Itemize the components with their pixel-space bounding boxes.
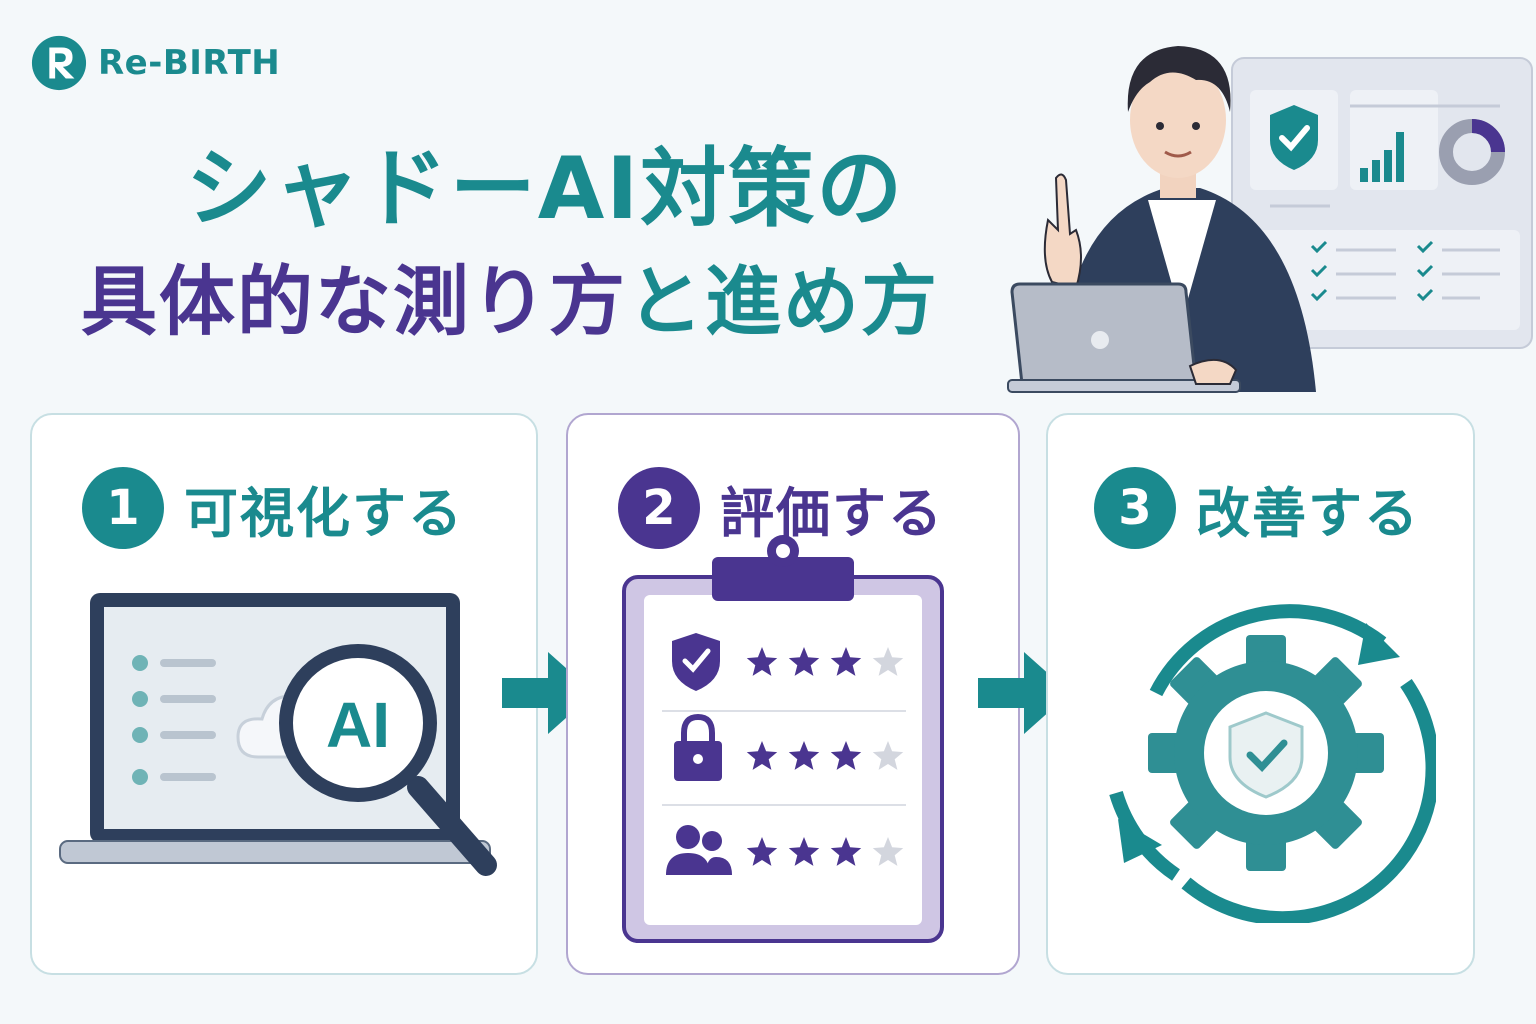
eval-row-users bbox=[666, 825, 904, 875]
ai-badge-text: AI bbox=[326, 689, 390, 761]
step-label: 可視化する bbox=[184, 481, 464, 545]
star-filled-icon bbox=[788, 647, 820, 676]
laptop-magnifier-illustration: AI bbox=[59, 593, 497, 876]
clipboard-illustration bbox=[622, 535, 944, 943]
shield-check-icon bbox=[1228, 711, 1304, 799]
star-empty-icon bbox=[872, 647, 904, 676]
step-header: 2 評価する bbox=[618, 467, 944, 549]
list-bullet-icon bbox=[132, 655, 148, 671]
star-filled-icon bbox=[746, 647, 778, 676]
step-card-evaluate: 2 評価する bbox=[566, 413, 1020, 975]
star-filled-icon bbox=[830, 837, 862, 866]
gear-icon bbox=[1148, 635, 1384, 871]
step-card-visualize: 1 可視化する AI bbox=[30, 413, 538, 975]
step-number-badge: 3 bbox=[1094, 467, 1176, 549]
step-label: 改善する bbox=[1196, 481, 1420, 545]
star-filled-icon bbox=[746, 837, 778, 866]
title-part-proceed: 進め方 bbox=[705, 257, 939, 346]
step-header: 1 可視化する bbox=[82, 467, 464, 549]
title-part-measure: 具体的な測り方 bbox=[81, 257, 627, 346]
lock-icon bbox=[681, 713, 715, 743]
star-empty-icon bbox=[872, 837, 904, 866]
star-filled-icon bbox=[830, 647, 862, 676]
users-icon bbox=[666, 825, 732, 875]
title-part-and: と bbox=[627, 257, 705, 346]
step-number-badge: 2 bbox=[618, 467, 700, 549]
eval-row-access bbox=[674, 713, 904, 781]
step-label: 評価する bbox=[720, 481, 944, 545]
star-filled-icon bbox=[830, 741, 862, 770]
brand-name: Re-BIRTH bbox=[98, 43, 281, 83]
step-card-improve: 3 改善する bbox=[1046, 413, 1475, 975]
magnifier-icon bbox=[279, 644, 437, 802]
star-empty-icon bbox=[872, 741, 904, 770]
hero-illustration bbox=[1007, 46, 1533, 393]
page-title-line2: 具体的な測り方と進め方 bbox=[0, 240, 1020, 350]
dashboard-shield-icon bbox=[1270, 105, 1318, 170]
star-filled-icon bbox=[746, 741, 778, 770]
step-number-badge: 1 bbox=[82, 467, 164, 549]
clipboard-clip bbox=[712, 557, 854, 601]
laptop-icon bbox=[1007, 282, 1241, 393]
step-header: 3 改善する bbox=[1094, 467, 1420, 549]
cycle-arrow-icon bbox=[1149, 604, 1387, 697]
logo-r-icon bbox=[31, 35, 87, 91]
brand-logo: Re-BIRTH bbox=[30, 34, 280, 92]
improvement-cycle-illustration bbox=[1109, 604, 1436, 923]
magnifier-handle bbox=[407, 776, 497, 876]
star-filled-icon bbox=[788, 837, 820, 866]
dashboard-panel bbox=[1231, 57, 1533, 349]
page-title-line1: シャドーAI対策の bbox=[185, 139, 905, 239]
eval-row-security bbox=[672, 633, 904, 691]
star-filled-icon bbox=[788, 741, 820, 770]
